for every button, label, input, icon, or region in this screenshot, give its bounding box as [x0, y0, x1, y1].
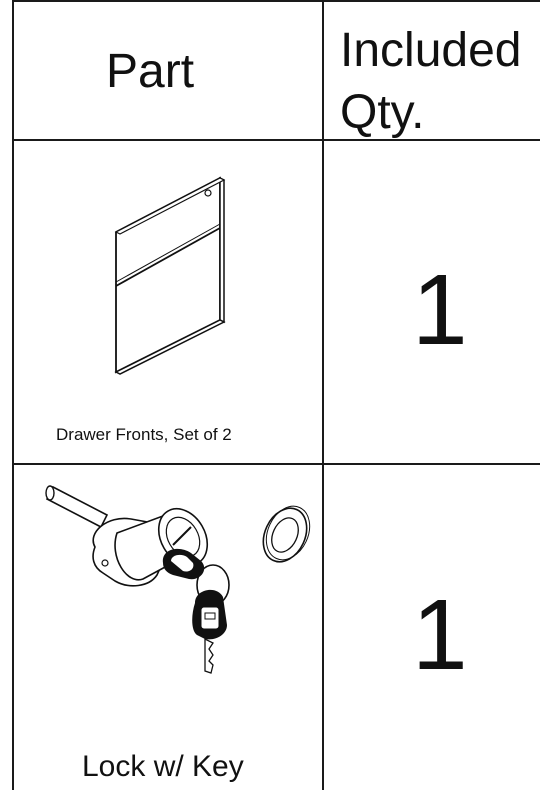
lock-with-key-icon [45, 485, 311, 674]
table-top-border [12, 0, 540, 2]
table-column-divider [322, 0, 324, 790]
part-name-drawer-fronts: Drawer Fronts, Set of 2 [56, 425, 232, 444]
header-included: Included [340, 24, 522, 77]
header-qty: Qty. [340, 86, 425, 139]
row-divider [12, 463, 540, 465]
qty-drawer-fronts: 1 [412, 254, 468, 366]
header-part: Part [106, 45, 195, 98]
table-left-border [12, 0, 14, 790]
drawer-fronts-icon [114, 176, 226, 375]
header-divider [12, 139, 540, 141]
qty-lock-with-key: 1 [412, 579, 468, 691]
part-name-lock-with-key: Lock w/ Key [82, 750, 244, 783]
